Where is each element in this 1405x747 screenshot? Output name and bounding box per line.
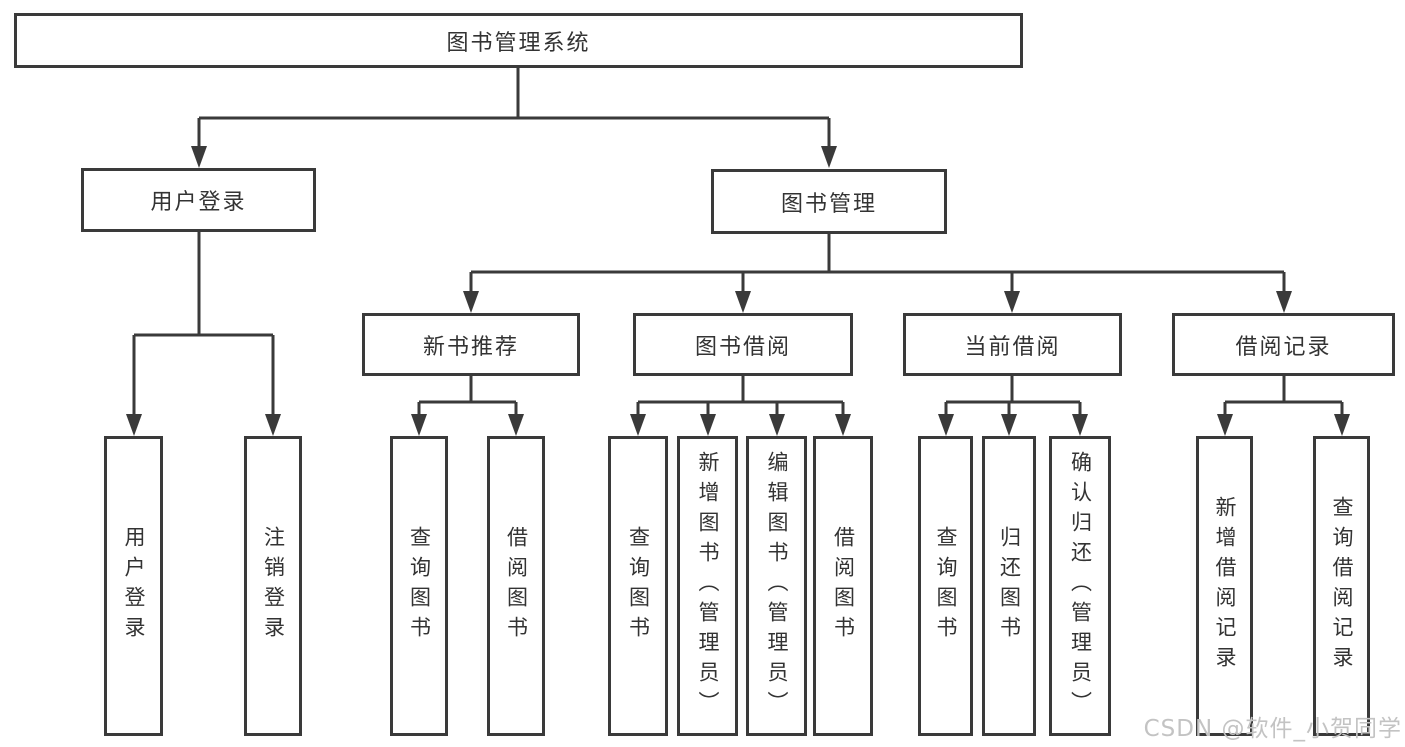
leaf-label: 查询借阅记录 xyxy=(1330,496,1354,676)
leaf-query-borrow-record: 查询借阅记录 xyxy=(1313,436,1370,736)
leaf-label: 查询图书 xyxy=(407,526,432,646)
node-label: 新书推荐 xyxy=(422,334,519,360)
leaf-query-books-borrowing: 查询图书 xyxy=(608,436,668,736)
connector-user-login-fan xyxy=(126,232,281,436)
leaf-label: 查询图书 xyxy=(626,526,651,646)
leaf-edit-book-admin: 编辑图书（管理员） xyxy=(746,436,807,736)
node-label: 用户登录 xyxy=(150,190,247,215)
leaf-label: 确认归还（管理员） xyxy=(1068,451,1093,721)
leaf-return-book: 归还图书 xyxy=(982,436,1036,736)
leaf-label: 查询图书 xyxy=(934,526,958,646)
node-book-borrowing: 图书借阅 xyxy=(633,313,853,376)
connector-book-borrowing-fan xyxy=(630,376,851,436)
node-library-system: 图书管理系统 xyxy=(14,13,1023,68)
leaf-label: 借阅图书 xyxy=(831,526,856,646)
node-book-management: 图书管理 xyxy=(711,169,947,234)
node-label: 当前借阅 xyxy=(964,334,1061,360)
leaf-label: 新增借阅记录 xyxy=(1213,496,1237,676)
csdn-watermark: CSDN @软件_小贺同学 xyxy=(1143,716,1402,742)
connector-root-to-level2 xyxy=(191,68,837,168)
leaf-user-login: 用户登录 xyxy=(104,436,163,736)
node-new-book-recommendation: 新书推荐 xyxy=(362,313,580,376)
leaf-label: 编辑图书（管理员） xyxy=(765,451,789,721)
node-label: 图书管理系统 xyxy=(446,30,591,56)
leaf-label: 注销登录 xyxy=(261,526,286,646)
leaf-add-book-admin: 新增图书（管理员） xyxy=(677,436,738,736)
connector-new-book-fan xyxy=(411,376,524,436)
leaf-label: 用户登录 xyxy=(122,526,146,646)
connector-book-management-fan xyxy=(463,234,1292,313)
leaf-borrow-books-borrowing: 借阅图书 xyxy=(813,436,873,736)
node-label: 图书借阅 xyxy=(694,334,791,360)
leaf-logout: 注销登录 xyxy=(244,436,302,736)
node-borrowing-records: 借阅记录 xyxy=(1172,313,1395,376)
leaf-query-books-current: 查询图书 xyxy=(918,436,973,736)
leaf-label: 归还图书 xyxy=(997,526,1022,646)
node-user-login: 用户登录 xyxy=(81,168,316,232)
connector-borrowing-records-fan xyxy=(1217,376,1350,436)
leaf-borrow-books-recommend: 借阅图书 xyxy=(487,436,545,736)
node-label: 图书管理 xyxy=(780,191,877,217)
leaf-label: 借阅图书 xyxy=(504,526,529,646)
leaf-add-borrow-record: 新增借阅记录 xyxy=(1196,436,1253,736)
leaf-confirm-return-admin: 确认归还（管理员） xyxy=(1049,436,1111,736)
node-label: 借阅记录 xyxy=(1235,334,1332,360)
leaf-query-books-recommend: 查询图书 xyxy=(390,436,448,736)
leaf-label: 新增图书（管理员） xyxy=(696,451,720,721)
node-current-borrowing: 当前借阅 xyxy=(903,313,1122,376)
connector-current-borrowing-fan xyxy=(938,376,1088,436)
